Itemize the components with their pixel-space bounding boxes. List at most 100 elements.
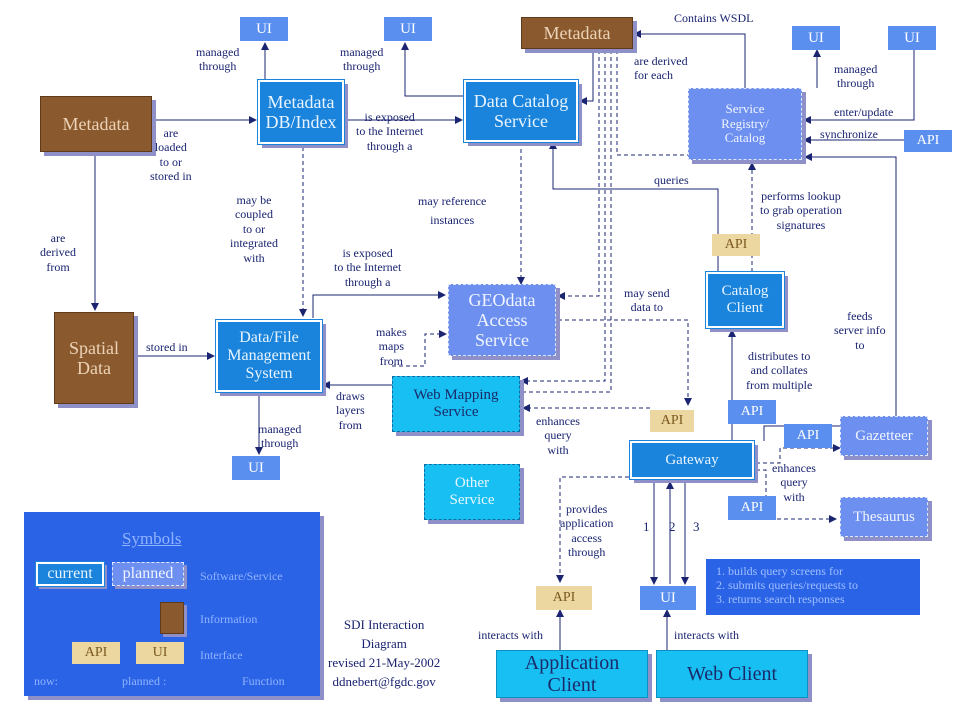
label-managed-through-catalog: managed through <box>340 45 384 74</box>
data-file-management-box: Data/File Management System <box>215 319 323 393</box>
gateway-box: Gateway <box>629 440 755 480</box>
label-step-1: 1 <box>643 519 650 534</box>
other-service-box: Other Service <box>424 464 520 520</box>
metadata-information-block: Metadata <box>40 96 152 152</box>
legend-planned-label: planned <box>122 565 174 583</box>
metadata-top-block: Metadata <box>521 17 633 49</box>
application-client-label: Application Client <box>524 651 620 696</box>
arrow-enter-update <box>803 50 915 124</box>
ui-tag-label: UI <box>904 29 920 46</box>
geodata-access-service-box: GEOdata Access Service <box>448 284 556 356</box>
gateway-label: Gateway <box>665 451 719 468</box>
application-client-box: Application Client <box>496 650 648 698</box>
label-managed-through-db: managed through <box>196 45 240 74</box>
label-interacts-with-left: interacts with <box>478 628 543 642</box>
arrow-dfms-to-geodata <box>312 291 446 318</box>
ui-tag-label: UI <box>808 29 824 46</box>
arrow-metadata-to-catalog <box>579 50 594 105</box>
gazetteer-label: Gazetteer <box>855 427 913 444</box>
steps-note-line-2: 2. submits queries/requests to <box>716 577 858 592</box>
api-tag-thesaurus: API <box>728 496 776 520</box>
legend-planned-arrow-label: planned : <box>122 674 167 688</box>
label-enhances-query-left: enhances query with <box>536 414 580 457</box>
legend-information-swatch <box>160 602 184 634</box>
label-exposed-internet-mid: is exposed to the Internet through a <box>334 246 402 289</box>
legend-information: Information <box>200 612 258 626</box>
service-registry-box: Service Registry/ Catalog <box>688 88 802 160</box>
label-may-be-coupled: may be coupled to or integrated with <box>230 193 278 265</box>
label-contains-wsdl: Contains WSDL <box>674 11 754 25</box>
legend-current-swatch: current <box>35 561 105 587</box>
dash-geodata-to-gateway <box>558 319 692 406</box>
thesaurus-label: Thesaurus <box>853 508 915 525</box>
service-registry-label: Service Registry/ Catalog <box>721 101 769 146</box>
web-mapping-label: Web Mapping Service <box>413 387 499 420</box>
label-managed-through-registry: managed through <box>834 62 878 91</box>
dash-gateway-to-thesaurus <box>756 469 837 523</box>
label-enter-update: enter/update <box>834 105 894 119</box>
label-are-derived-from: are derived from <box>40 231 76 274</box>
label-draws-layers: draws layers from <box>336 389 365 432</box>
ui-tag-label: UI <box>400 20 416 37</box>
gazetteer-box: Gazetteer <box>840 416 928 456</box>
api-tag-label: API <box>724 237 748 253</box>
label-step-2: 2 <box>669 519 676 534</box>
label-feeds-server: feeds server info to <box>834 309 886 352</box>
api-tag-catalog-client: API <box>712 234 760 256</box>
legend-planned-swatch: planned <box>112 562 184 586</box>
label-enhances-query-right: enhances query with <box>772 461 816 504</box>
ui-tag-web-client: UI <box>640 586 696 610</box>
arrow-client-queries-catalog <box>549 141 719 272</box>
legend-ui-label: UI <box>152 645 168 661</box>
data-catalog-service-box: Data Catalog Service <box>463 79 579 143</box>
web-client-box: Web Client <box>656 650 808 698</box>
legend-current-label: current <box>47 565 93 583</box>
spatial-data-label: Spatial Data <box>69 337 119 378</box>
metadata-label: Metadata <box>62 113 130 134</box>
dash-wms-to-geodata <box>392 330 447 367</box>
api-tag-synchronize: API <box>904 130 952 152</box>
ui-tag-registry-update: UI <box>888 26 936 50</box>
metadata-db-index-box: Metadata DB/Index <box>257 79 345 145</box>
steps-note-line-3: 3. returns search responses <box>716 591 845 606</box>
ui-tag-label: UI <box>256 20 272 37</box>
api-tag-label: API <box>740 500 764 516</box>
legend-function: Function <box>242 674 285 688</box>
dash-metadata-to-geodata <box>557 50 600 300</box>
label-synchronize: synchronize <box>820 127 878 141</box>
api-tag-label: API <box>660 413 684 429</box>
label-makes-maps: makes maps from <box>376 325 407 368</box>
web-client-label: Web Client <box>686 662 778 685</box>
legend-software-service: Software/Service <box>200 569 283 583</box>
legend-api-label: API <box>84 645 108 661</box>
legend-title: Symbols <box>122 529 182 548</box>
catalog-client-label: Catalog Client <box>721 283 769 316</box>
ui-tag-db: UI <box>240 17 288 41</box>
data-catalog-label: Data Catalog Service <box>473 90 569 131</box>
web-mapping-service-box: Web Mapping Service <box>392 376 520 432</box>
geodata-access-label: GEOdata Access Service <box>468 289 536 351</box>
label-may-reference: may reference instances <box>418 194 487 228</box>
api-tag-gazetteer: API <box>784 424 832 448</box>
arrow-catalog-to-ui <box>401 42 465 97</box>
catalog-client-box: Catalog Client <box>705 271 785 329</box>
metadata-top-label: Metadata <box>543 22 611 43</box>
legend-ui-swatch: UI <box>136 642 184 664</box>
ui-tag-dfms: UI <box>232 456 280 480</box>
label-are-loaded: are loaded to or stored in <box>150 126 192 184</box>
metadata-db-label: Metadata DB/Index <box>265 91 337 132</box>
label-distributes: distributes to and collates from multipl… <box>746 349 813 392</box>
dash-metadata-to-wms-b <box>524 50 612 393</box>
ui-tag-label: UI <box>660 589 676 606</box>
diagram-credit: SDI Interaction Diagram revised 21-May-2… <box>328 617 441 689</box>
api-tag-gateway-left: API <box>650 410 694 432</box>
label-provides-access: provides application access through <box>560 502 614 560</box>
data-file-mgmt-label: Data/File Management System <box>227 329 311 382</box>
label-queries: queries <box>654 173 689 187</box>
legend-interface: Interface <box>200 648 243 662</box>
label-performs-lookup: performs lookup to grab operation signat… <box>760 189 842 232</box>
ui-tag-label: UI <box>248 459 264 476</box>
thesaurus-box: Thesaurus <box>840 497 928 537</box>
label-step-3: 3 <box>693 519 700 534</box>
